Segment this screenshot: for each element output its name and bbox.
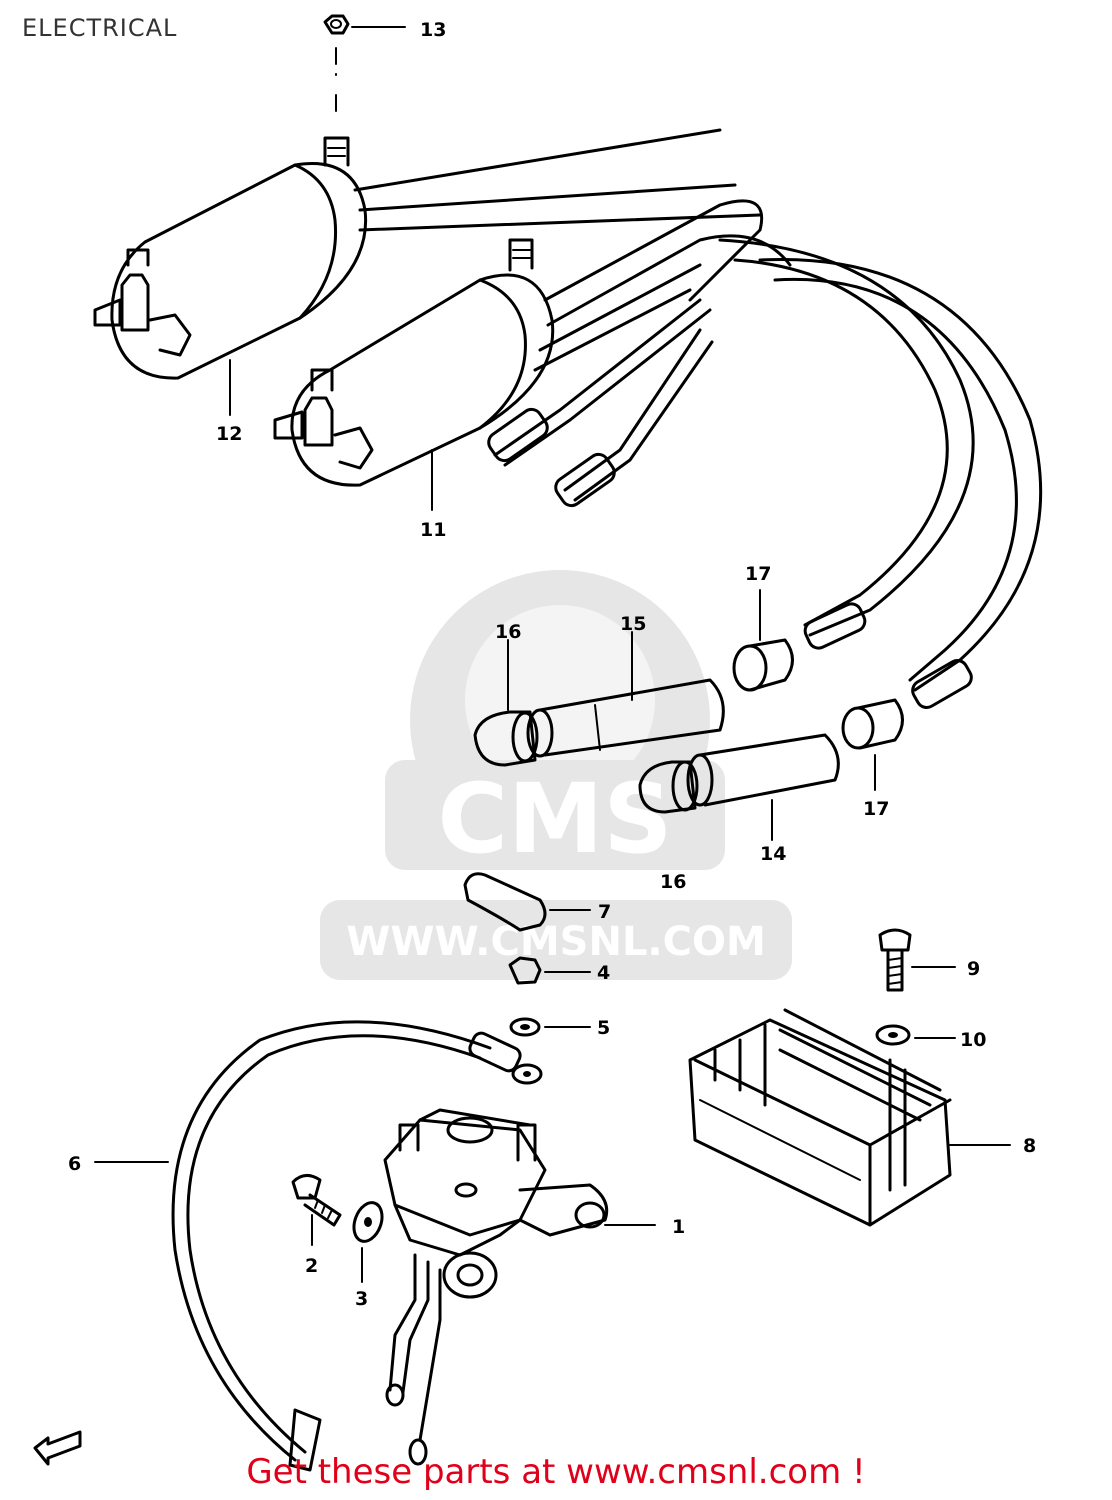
plug-cap-15 <box>526 678 725 758</box>
footer-link[interactable]: Get these parts at www.cmsnl.com ! <box>246 1452 866 1492</box>
regulator-8 <box>688 1008 952 1227</box>
nut-13 <box>323 14 350 35</box>
callout-9: 9 <box>967 958 980 980</box>
watermark-logo-text: CMS <box>437 763 672 875</box>
callout-4: 4 <box>597 962 610 984</box>
plug-boot-16-lower <box>638 760 699 814</box>
nut-4 <box>508 956 542 985</box>
bolt-9 <box>878 928 912 992</box>
cable-6 <box>171 1020 543 1472</box>
callout-13: 13 <box>420 19 446 41</box>
callout-16-lower: 16 <box>660 871 686 893</box>
watermark-logo: CMS WWW.CMSNL.COM <box>320 570 792 980</box>
ignition-coil-11 <box>273 238 555 487</box>
bolt-2 <box>291 1174 342 1227</box>
callout-8: 8 <box>1023 1135 1036 1157</box>
callout-6: 6 <box>68 1153 81 1175</box>
callout-14: 14 <box>760 843 786 865</box>
washer-5 <box>509 1017 541 1037</box>
front-arrow-icon <box>33 1430 82 1466</box>
high-tension-leads <box>487 199 1043 709</box>
cap-17-lower <box>841 698 904 750</box>
ignition-coil-12 <box>93 128 762 380</box>
callout-1: 1 <box>672 1216 685 1238</box>
watermark-url: WWW.CMSNL.COM <box>346 919 766 965</box>
page-title: ELECTRICAL <box>22 14 178 42</box>
callout-15: 15 <box>620 613 646 635</box>
callout-11: 11 <box>420 519 446 541</box>
callout-12: 12 <box>216 423 242 445</box>
callout-7: 7 <box>598 901 611 923</box>
washer-3 <box>352 1201 384 1243</box>
callout-16-upper: 16 <box>495 621 521 643</box>
callout-3: 3 <box>355 1288 368 1310</box>
plug-cap-14 <box>686 733 840 807</box>
washer-10 <box>875 1024 911 1046</box>
callout-17-lower: 17 <box>863 798 889 820</box>
starter-relay-1 <box>383 1108 609 1466</box>
cap-17-upper <box>732 638 794 692</box>
terminal-cover-7 <box>463 872 547 932</box>
callout-2: 2 <box>305 1255 318 1277</box>
callout-5: 5 <box>597 1017 610 1039</box>
plug-boot-16-upper <box>473 710 539 767</box>
callout-10: 10 <box>960 1029 986 1051</box>
callout-17-upper: 17 <box>745 563 771 585</box>
